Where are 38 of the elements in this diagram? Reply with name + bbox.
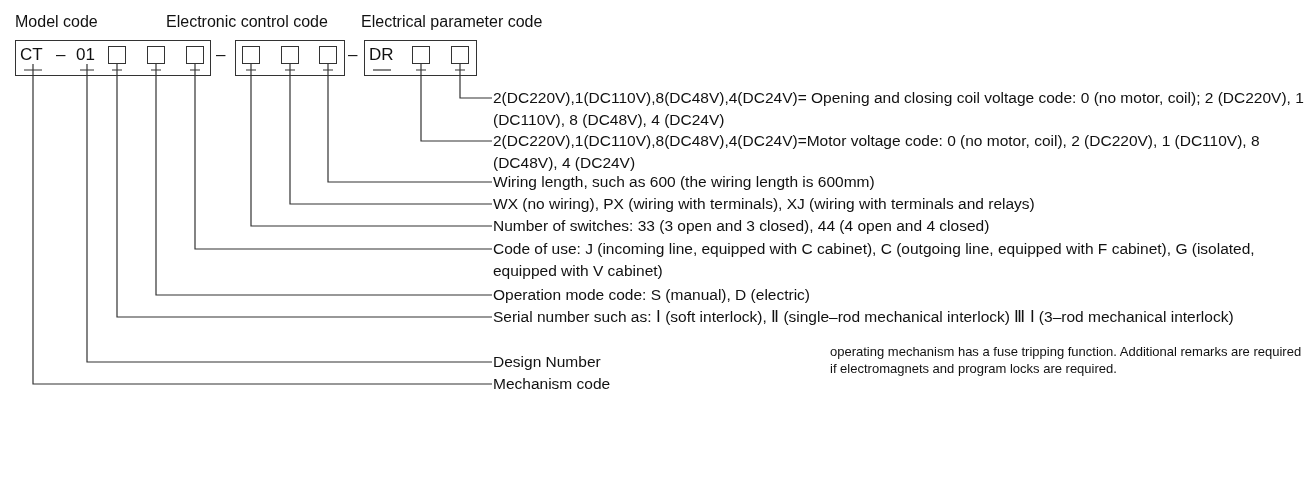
separator-dash: – xyxy=(216,46,227,64)
blank-code-slot xyxy=(147,46,165,64)
code-letters: 01 xyxy=(76,46,98,64)
code-description: Wiring length, such as 600 (the wiring length is 600mm) xyxy=(493,171,1305,193)
code-description: Number of switches: 33 (3 open and 3 closed), 44 (4 open and 4 closed) xyxy=(493,215,1305,237)
code-description: 2(DC220V),1(DC110V),8(DC48V),4(DC24V)=Motor voltage code: 0 (no motor, coil), 2 (DC220V), 1 (DC110V), 8 (DC48V), 4 (DC24V) xyxy=(493,130,1305,174)
separator-dash: – xyxy=(348,46,359,64)
leader-line xyxy=(79,63,493,363)
code-description: Serial number such as: Ⅰ (soft interlock), Ⅱ (single–rod mechanical interlock) Ⅲ Ⅰ (3–rod mechanical interlock) xyxy=(493,306,1305,328)
code-description: WX (no wiring), PX (wiring with terminals), XJ (wiring with terminals and relays) xyxy=(493,193,1305,215)
leader-line xyxy=(322,63,493,183)
code-letters: CT xyxy=(20,46,46,64)
blank-code-slot xyxy=(186,46,204,64)
separator-dash: – xyxy=(56,46,67,64)
leader-line xyxy=(111,63,493,318)
leader-line xyxy=(454,63,493,99)
blank-code-slot xyxy=(412,46,430,64)
code-description: 2(DC220V),1(DC110V),8(DC48V),4(DC24V)= Opening and closing coil voltage code: 0 (no motor, coil); 2 (DC220V), 1 (DC110V), 8 (DC48V), 4 (DC24V) xyxy=(493,87,1305,131)
code-description: Code of use: J (incoming line, equipped with C cabinet), C (outgoing line, equipped with F cabinet), G (isolated, equipped with V cabinet) xyxy=(493,238,1305,282)
leader-line xyxy=(245,63,493,227)
leader-line xyxy=(284,63,493,205)
code-letters: DR xyxy=(369,46,395,64)
leader-line xyxy=(189,63,493,250)
group-heading: Electronic control code xyxy=(166,12,328,32)
leader-line xyxy=(23,63,493,385)
blank-code-slot xyxy=(242,46,260,64)
group-heading: Electrical parameter code xyxy=(361,12,543,32)
code-description: Operation mode code: S (manual), D (electric) xyxy=(493,284,993,306)
note-text: operating mechanism has a fuse tripping function. Additional remarks are required if electromagnets and program locks are required. xyxy=(830,343,1303,377)
blank-code-slot xyxy=(108,46,126,64)
code-description: Design Number xyxy=(493,351,793,373)
blank-code-slot xyxy=(281,46,299,64)
code-description: Mechanism code xyxy=(493,373,793,395)
leader-line xyxy=(415,63,493,142)
blank-code-slot xyxy=(451,46,469,64)
group-heading: Model code xyxy=(15,12,98,32)
leader-line xyxy=(150,63,493,296)
blank-code-slot xyxy=(319,46,337,64)
